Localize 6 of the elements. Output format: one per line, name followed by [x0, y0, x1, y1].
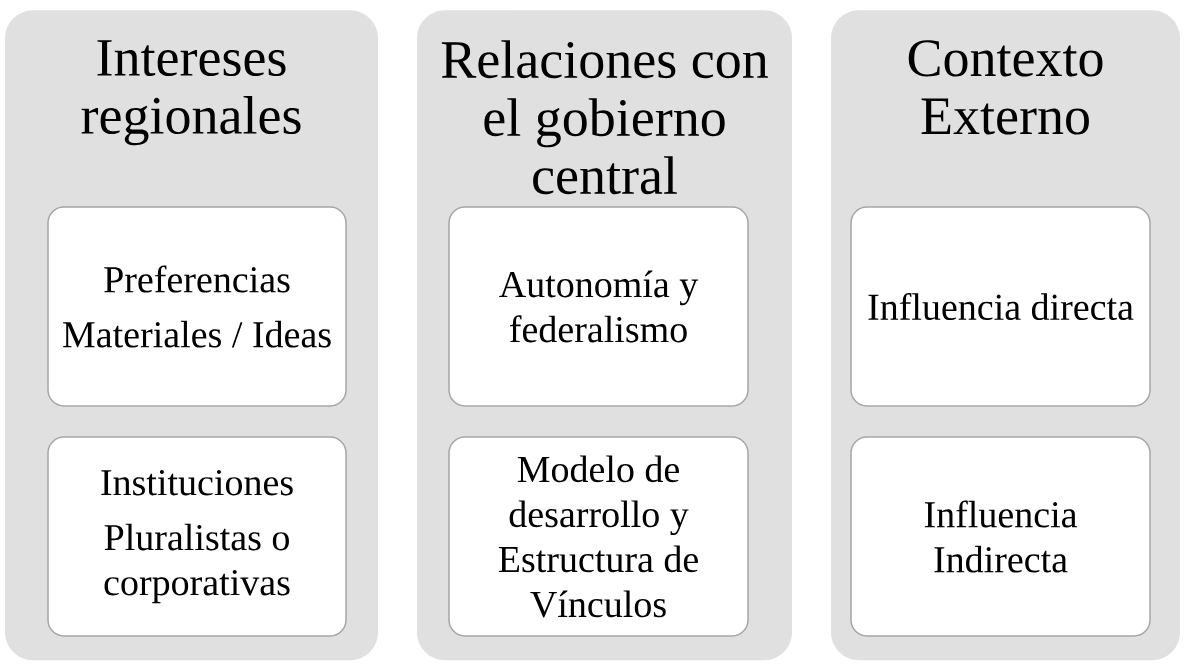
- content-box: Autonomía y federalismo: [448, 206, 749, 407]
- content-box: Influencia directa: [850, 206, 1151, 407]
- content-box: Modelo de desarrollo y Estructura de Vínculos: [448, 436, 749, 637]
- content-box: Preferencias Materiales / Ideas: [47, 206, 347, 407]
- content-box: Instituciones Pluralistas o corporativas: [47, 436, 347, 637]
- content-box: Influencia Indirecta: [850, 436, 1151, 637]
